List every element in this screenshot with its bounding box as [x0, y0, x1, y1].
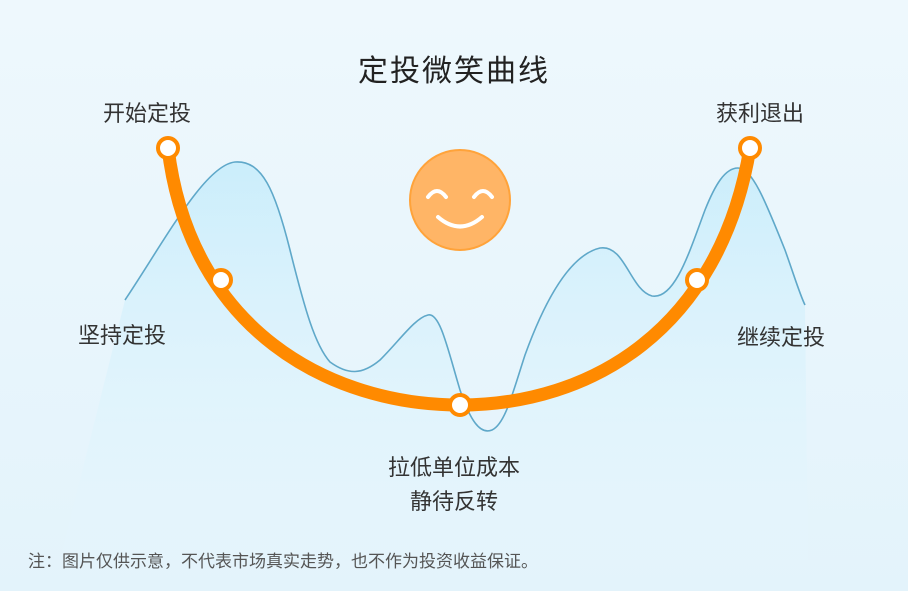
node-hold: [209, 268, 233, 292]
node-start: [156, 136, 180, 160]
node-bottom: [448, 393, 472, 417]
diagram-title: 定投微笑曲线: [358, 54, 550, 89]
label-keep-investing: 坚持定投: [78, 324, 167, 349]
label-take-profit: 获利退出: [716, 102, 805, 127]
label-lower-cost: 拉低单位成本 静待反转: [0, 452, 908, 520]
node-exit: [738, 136, 762, 160]
label-continue-investing: 继续定投: [737, 326, 826, 351]
label-lower-cost-line1: 拉低单位成本: [387, 456, 520, 481]
label-lower-cost-line2: 静待反转: [409, 490, 498, 515]
market-fluctuation-line: [124, 161, 806, 432]
market-fluctuation-area: [60, 161, 808, 560]
smiley-face-icon: [409, 149, 511, 251]
node-continue: [685, 268, 709, 292]
disclaimer-note: 注：图片仅供示意，不代表市场真实走势，也不作为投资收益保证。: [28, 552, 538, 572]
label-start-investing: 开始定投: [103, 102, 192, 127]
